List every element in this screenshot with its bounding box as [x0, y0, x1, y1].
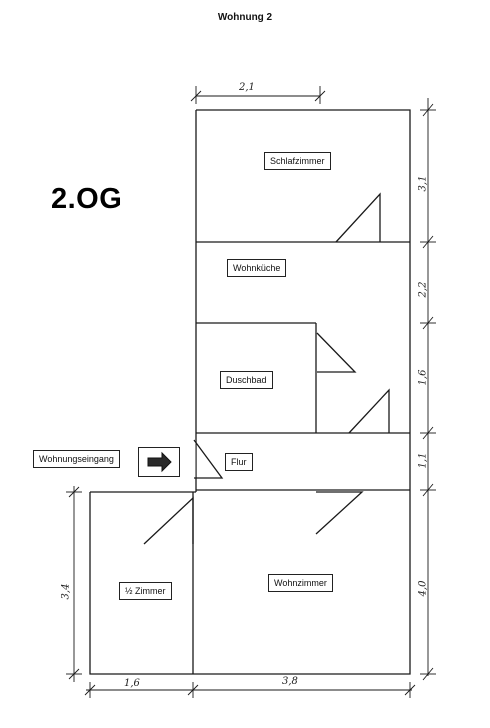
door-wohnkueche-bad — [348, 388, 390, 434]
dim-right-wohnkueche: 2,2 — [417, 281, 429, 298]
dim-right-schlafzimmer: 3,1 — [417, 175, 429, 192]
right-dimension-ticks — [420, 103, 436, 681]
room-label-halbes-zimmer: ½ Zimmer — [119, 582, 172, 600]
door-entrance — [193, 439, 224, 479]
plan-title: Wohnung 2 — [217, 12, 273, 23]
dim-right-wohnzimmer: 4,0 — [417, 580, 429, 597]
door-wohnzimmer — [315, 491, 364, 535]
door-schlafzimmer — [335, 192, 381, 243]
floor-label: 2.OG — [51, 183, 123, 215]
door-halbes-zimmer — [143, 496, 194, 545]
dim-right-duschbad: 1,6 — [417, 369, 429, 386]
room-label-wohnkueche: Wohnküche — [227, 259, 287, 277]
room-label-wohnzimmer: Wohnzimmer — [268, 574, 333, 592]
room-label-duschbad: Duschbad — [220, 371, 273, 389]
dim-top-width: 2,1 — [239, 82, 255, 93]
dim-bottom-wohnzimmer: 3,8 — [282, 676, 298, 687]
dim-bottom-halbes-zimmer: 1,6 — [124, 678, 140, 689]
room-label-schlafzimmer: Schlafzimmer — [264, 152, 331, 170]
wall-lower-outline — [89, 490, 411, 675]
entrance-label: Wohnungseingang — [33, 450, 120, 468]
room-label-flur: Flur — [225, 453, 253, 471]
dim-left-halbes-zimmer: 3,4 — [60, 583, 72, 600]
arrow-right-icon — [147, 451, 172, 473]
door-duschbad — [316, 332, 357, 373]
entrance-arrow-box — [138, 447, 180, 477]
dim-right-flur: 1,1 — [417, 452, 429, 469]
wall-outer-upper — [196, 109, 411, 490]
